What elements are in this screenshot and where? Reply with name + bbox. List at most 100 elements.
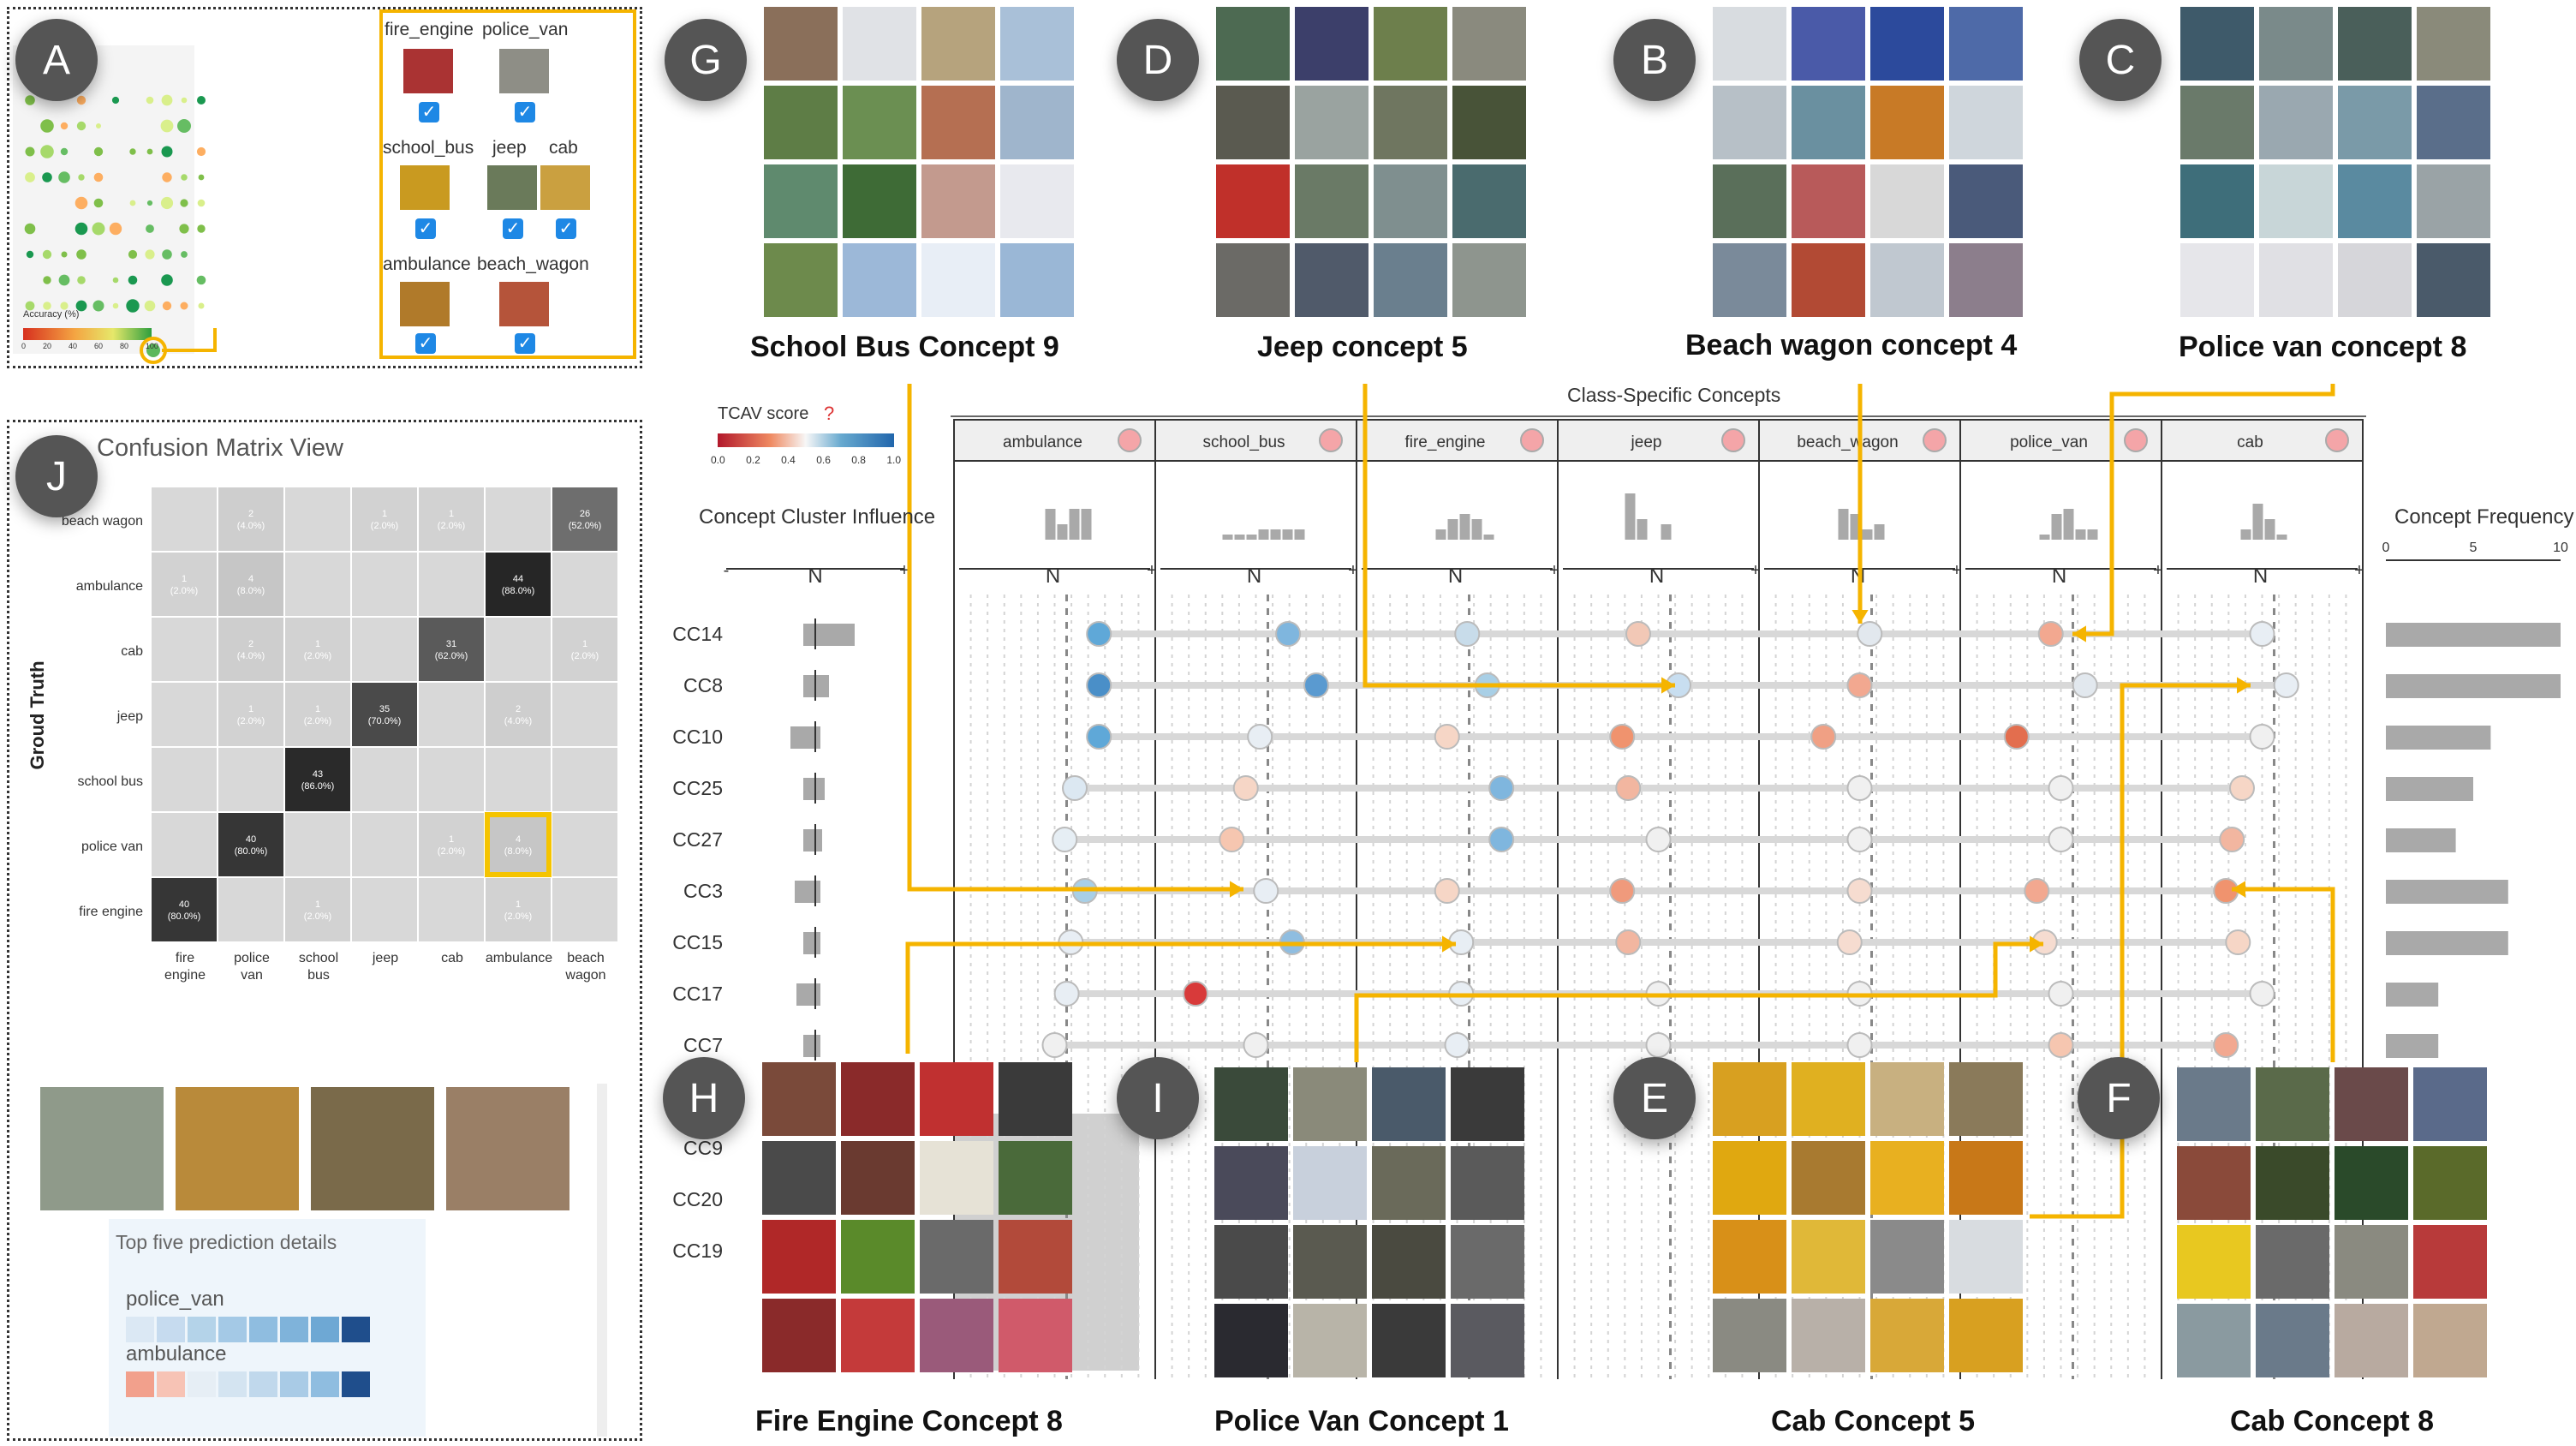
concept-image-patch[interactable] — [1452, 164, 1526, 238]
confusion-cell[interactable] — [552, 553, 617, 616]
concept-image-patch[interactable] — [1870, 1141, 1944, 1215]
concept-image-patch[interactable] — [1870, 7, 1944, 81]
concept-image-patch[interactable] — [841, 1220, 915, 1294]
concept-image-patch[interactable] — [921, 164, 995, 238]
concept-image-patch[interactable] — [2334, 1067, 2408, 1141]
accuracy-dot[interactable] — [42, 172, 52, 182]
concept-image-patch[interactable] — [1372, 1225, 1446, 1299]
concept-image-patch[interactable] — [1713, 7, 1786, 81]
confusion-cell[interactable] — [152, 487, 217, 551]
sample-image-2[interactable] — [176, 1087, 299, 1210]
sample-image-1[interactable] — [40, 1087, 164, 1210]
highlighted-cell[interactable] — [485, 812, 552, 877]
accuracy-dot[interactable] — [43, 276, 51, 284]
accuracy-dot[interactable] — [25, 95, 35, 105]
accuracy-dot[interactable] — [112, 302, 119, 309]
confusion-cell[interactable] — [352, 487, 417, 551]
concept-cluster-label[interactable]: CC17 — [672, 983, 723, 1005]
concept-dot[interactable] — [1810, 724, 1837, 750]
concept-image-patch[interactable] — [1949, 1062, 2023, 1136]
concept-image-patch[interactable] — [1372, 1146, 1446, 1220]
concept-image-patch[interactable] — [2256, 1146, 2329, 1220]
concept-dot[interactable] — [2024, 878, 2050, 904]
concept-dot[interactable] — [1183, 981, 1208, 1007]
concept-dot[interactable] — [2219, 827, 2245, 852]
accuracy-dot[interactable] — [112, 277, 119, 284]
tcav-help-icon[interactable]: ? — [824, 403, 835, 424]
confusion-cell[interactable] — [419, 487, 484, 551]
jeep-checkbox[interactable]: ✓ — [503, 218, 523, 239]
concept-dot[interactable] — [1625, 621, 1651, 647]
concept-image-patch[interactable] — [1372, 1067, 1446, 1141]
accuracy-dot[interactable] — [126, 299, 140, 313]
concept-image-patch[interactable] — [1295, 7, 1368, 81]
concept-image-patch[interactable] — [1870, 1299, 1944, 1372]
concept-image-patch[interactable] — [843, 164, 916, 238]
concept-dot[interactable] — [1275, 621, 1302, 647]
concept-image-patch[interactable] — [2334, 1225, 2408, 1299]
accuracy-dot[interactable] — [180, 302, 188, 310]
concept-image-patch[interactable] — [2338, 164, 2412, 238]
concept-dot[interactable] — [1253, 878, 1279, 904]
accuracy-dot[interactable] — [198, 174, 205, 181]
concept-image-patch[interactable] — [1949, 243, 2023, 317]
concept-image-patch[interactable] — [1713, 86, 1786, 159]
concept-image-patch[interactable] — [2256, 1304, 2329, 1377]
concept-image-patch[interactable] — [2334, 1304, 2408, 1377]
concept-dot[interactable] — [2249, 981, 2275, 1007]
concept-image-patch[interactable] — [762, 1141, 836, 1215]
concept-dot[interactable] — [2048, 775, 2074, 801]
concept-image-patch[interactable] — [920, 1299, 993, 1372]
confusion-cell[interactable] — [552, 618, 617, 681]
accuracy-dot[interactable] — [93, 146, 104, 157]
confusion-cell[interactable] — [352, 618, 417, 681]
concept-dot[interactable] — [1488, 827, 1515, 852]
concept-image-patch[interactable] — [1293, 1146, 1367, 1220]
accuracy-dot[interactable] — [161, 94, 173, 106]
concept-image-patch[interactable] — [1000, 243, 1074, 317]
concept-image-patch[interactable] — [1216, 243, 1290, 317]
concept-image-patch[interactable] — [1372, 1304, 1446, 1377]
class-remove-icon[interactable] — [2325, 428, 2349, 452]
sample-image-4[interactable] — [446, 1087, 569, 1210]
concept-cluster-label[interactable]: CC25 — [672, 777, 723, 799]
accuracy-dot[interactable] — [42, 249, 52, 260]
accuracy-dot[interactable] — [197, 199, 206, 207]
concept-dot[interactable] — [1219, 827, 1245, 852]
concept-image-patch[interactable] — [2259, 86, 2333, 159]
accuracy-dot[interactable] — [146, 200, 153, 206]
accuracy-dot[interactable] — [181, 251, 188, 258]
concept-image-patch[interactable] — [2417, 243, 2490, 317]
concept-dot[interactable] — [1857, 621, 1883, 647]
confusion-cell[interactable] — [152, 878, 217, 941]
accuracy-dot[interactable] — [58, 274, 70, 286]
concept-dot[interactable] — [1052, 827, 1078, 852]
concept-dot[interactable] — [1053, 981, 1080, 1007]
accuracy-dot[interactable] — [162, 172, 172, 182]
cab-checkbox[interactable]: ✓ — [556, 218, 576, 239]
concept-dot[interactable] — [1846, 672, 1873, 698]
concept-image-patch[interactable] — [1000, 7, 1074, 81]
concept-image-patch[interactable] — [764, 7, 838, 81]
concept-dot[interactable] — [1846, 827, 1873, 852]
concept-image-patch[interactable] — [2180, 243, 2254, 317]
accuracy-dot[interactable] — [161, 146, 173, 158]
concept-image-patch[interactable] — [2413, 1067, 2487, 1141]
confusion-cell[interactable] — [486, 813, 551, 876]
accuracy-dot[interactable] — [24, 223, 36, 235]
concept-image-patch[interactable] — [2413, 1225, 2487, 1299]
concept-image-patch[interactable] — [1293, 1304, 1367, 1377]
concept-image-patch[interactable] — [1949, 1220, 2023, 1294]
concept-image-patch[interactable] — [1792, 1062, 1865, 1136]
concept-image-patch[interactable] — [762, 1062, 836, 1136]
concept-image-patch[interactable] — [1216, 86, 1290, 159]
accuracy-dot[interactable] — [160, 119, 174, 133]
accuracy-dot[interactable] — [93, 198, 104, 208]
concept-image-patch[interactable] — [999, 1141, 1072, 1215]
concept-image-patch[interactable] — [764, 243, 838, 317]
confusion-cell[interactable] — [285, 487, 350, 551]
confusion-cell[interactable] — [218, 487, 283, 551]
concept-dot[interactable] — [2072, 672, 2098, 698]
concept-dot[interactable] — [2048, 827, 2074, 852]
accuracy-dot[interactable] — [43, 302, 51, 310]
